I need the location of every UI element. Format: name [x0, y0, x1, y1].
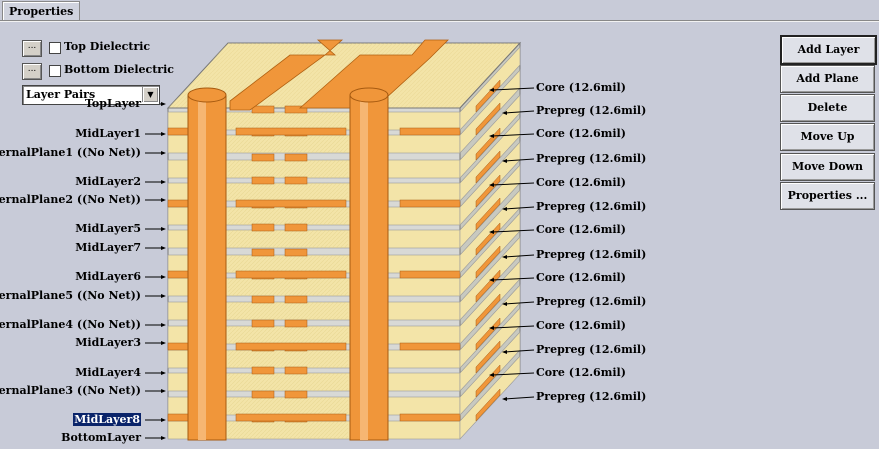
properties-button[interactable]: Properties ... — [780, 182, 875, 210]
bottom-dielectric-checkbox[interactable] — [49, 65, 61, 77]
layer-label[interactable]: MidLayer6 — [75, 270, 141, 283]
bottom-dielectric-label: Bottom Dielectric — [64, 63, 174, 76]
dielectric-label: Prepreg (12.6mil) — [536, 390, 647, 403]
dielectric-label: Core (12.6mil) — [536, 271, 626, 284]
add-plane-button[interactable]: Add Plane — [780, 65, 875, 93]
layer-label[interactable]: MidLayer5 — [75, 222, 141, 235]
top-dielectric-label: Top Dielectric — [64, 40, 151, 53]
dielectric-label: Prepreg (12.6mil) — [536, 152, 647, 165]
bottom-dielectric-button[interactable]: ... — [22, 63, 42, 80]
layer-label[interactable]: MidLayer8 — [73, 413, 141, 426]
delete-button[interactable]: Delete — [780, 94, 875, 122]
via-2 — [349, 94, 389, 441]
dielectric-label: Prepreg (12.6mil) — [536, 343, 647, 356]
via-2-top — [349, 87, 389, 103]
layer-label[interactable]: TopLayer — [85, 97, 141, 110]
dielectric-label: Prepreg (12.6mil) — [536, 200, 647, 213]
dielectric-label: Core (12.6mil) — [536, 81, 626, 94]
top-dielectric-checkbox[interactable] — [49, 42, 61, 54]
tab-divider — [0, 20, 879, 21]
dielectric-label: Prepreg (12.6mil) — [536, 104, 647, 117]
layer-label[interactable]: BottomLayer — [61, 431, 141, 444]
layer-label[interactable]: MidLayer3 — [75, 336, 141, 349]
tab-properties[interactable]: Properties — [2, 1, 81, 21]
via-1 — [187, 94, 227, 441]
via-1-top — [187, 87, 227, 103]
dielectric-label: Core (12.6mil) — [536, 176, 626, 189]
move-down-button[interactable]: Move Down — [780, 153, 875, 181]
dielectric-label: Core (12.6mil) — [536, 366, 626, 379]
top-trace-1 — [229, 39, 344, 111]
dielectric-label: Core (12.6mil) — [536, 127, 626, 140]
layer-label[interactable]: MidLayer7 — [75, 241, 141, 254]
view-mode-value: Layer Pairs — [26, 88, 96, 101]
layer-label[interactable]: MidLayer2 — [75, 175, 141, 188]
dielectric-label: Prepreg (12.6mil) — [536, 248, 647, 261]
layer-label[interactable]: InternalPlane2 ((No Net)) — [0, 193, 141, 206]
dielectric-label: Prepreg (12.6mil) — [536, 295, 647, 308]
layer-label[interactable]: MidLayer4 — [75, 366, 141, 379]
top-dielectric-button[interactable]: ... — [22, 40, 42, 57]
add-layer-button[interactable]: Add Layer — [780, 35, 877, 65]
layer-label[interactable]: InternalPlane1 ((No Net)) — [0, 146, 141, 159]
tab-divider-highlight — [0, 21, 879, 22]
chevron-down-icon[interactable]: ▼ — [142, 87, 158, 102]
move-up-button[interactable]: Move Up — [780, 123, 875, 151]
dielectric-label: Core (12.6mil) — [536, 223, 626, 236]
dielectric-label: Core (12.6mil) — [536, 319, 626, 332]
view-mode-select[interactable]: Layer Pairs ▼ — [22, 85, 160, 105]
layer-label[interactable]: InternalPlane4 ((No Net)) — [0, 318, 141, 331]
layer-label[interactable]: InternalPlane5 ((No Net)) — [0, 289, 141, 302]
layer-label[interactable]: MidLayer1 — [75, 127, 141, 140]
layer-label[interactable]: InternalPlane3 ((No Net)) — [0, 384, 141, 397]
